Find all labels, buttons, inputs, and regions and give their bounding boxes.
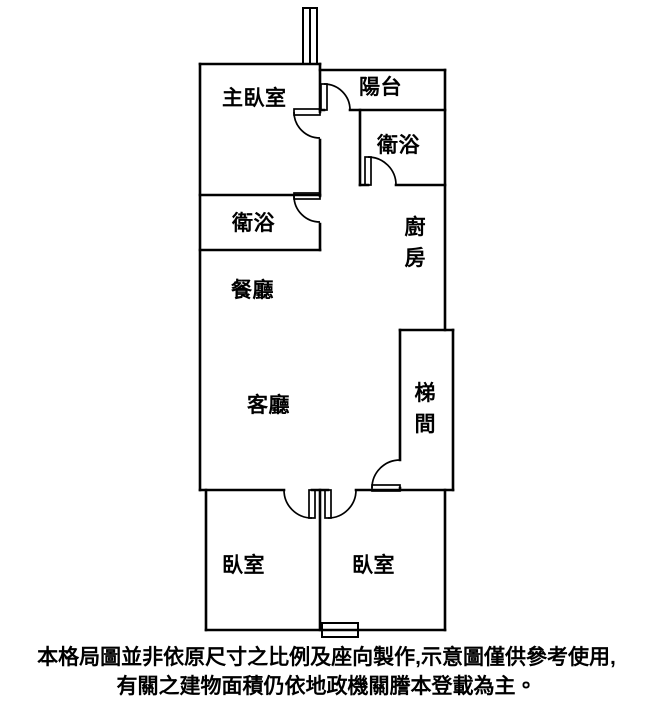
room-label-bedroom-left: 臥室	[222, 554, 265, 577]
door-leaf-bathroom-upper	[364, 156, 372, 186]
disclaimer: 本格局圖並非依原尺寸之比例及座向製作,示意圖僅供參考使用, 有關之建物面積仍依地…	[0, 643, 653, 701]
door-leaf-balcony	[320, 83, 328, 111]
door-arc-entry	[371, 459, 401, 489]
door-arc-bathroom-upper	[367, 156, 397, 186]
door-arc-bedroom-right	[327, 489, 357, 519]
room-label-kitchen: 廚房	[404, 216, 426, 270]
door-arc-master-bedroom	[293, 111, 321, 139]
room-label-living: 客廳	[247, 394, 290, 417]
room-label-balcony: 陽台	[359, 76, 402, 99]
door-leaf-master-bedroom	[293, 108, 321, 116]
room-label-dining: 餐廳	[231, 279, 274, 302]
room-label-master-bedroom: 主臥室	[222, 87, 287, 110]
door-arc-balcony	[323, 83, 351, 111]
room-label-bathroom-lower: 衛浴	[232, 212, 275, 235]
walls	[198, 62, 455, 632]
disclaimer-line1: 本格局圖並非依原尺寸之比例及座向製作,示意圖僅供參考使用,	[37, 646, 616, 669]
door-arc-bedroom-left	[283, 489, 313, 519]
room-label-bedroom-right: 臥室	[352, 554, 395, 577]
room-label-bathroom-upper: 衛浴	[377, 134, 420, 157]
door-leaf-bedroom-left	[308, 489, 316, 519]
door-arc-bathroom-lower	[293, 195, 321, 223]
door-leaf-bedroom-right	[324, 489, 332, 519]
disclaimer-line2: 有關之建物面積仍依地政機關謄本登載為主。	[116, 675, 537, 698]
room-label-stairwell: 梯間	[414, 382, 436, 436]
